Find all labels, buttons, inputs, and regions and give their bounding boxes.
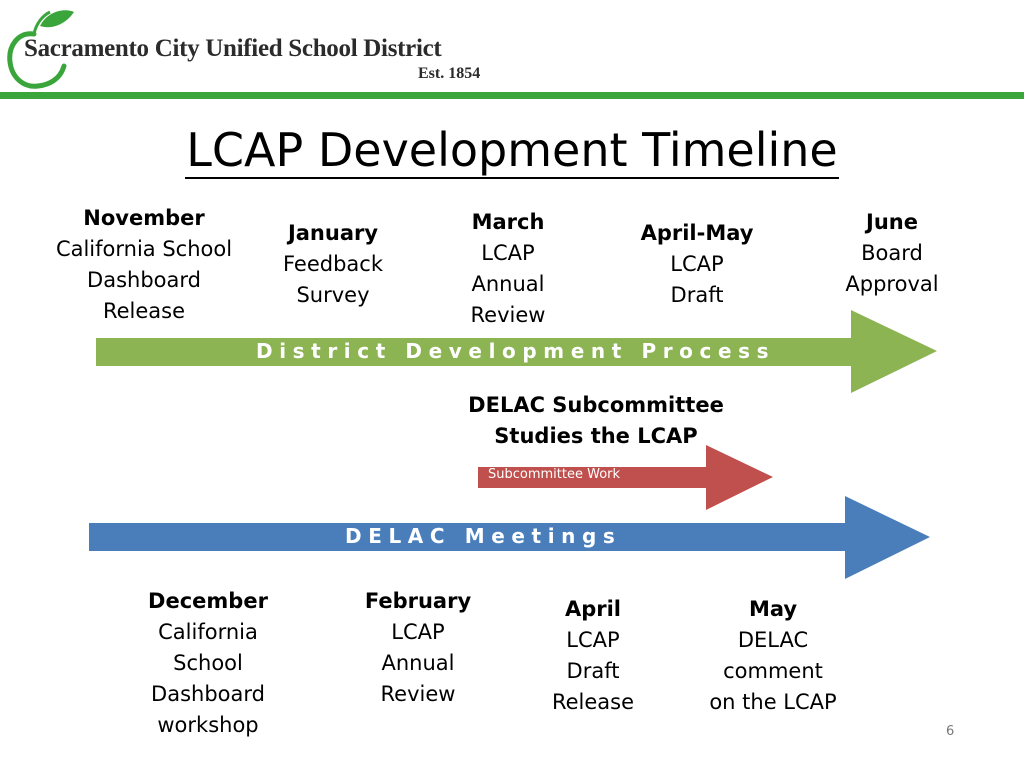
page-number: 6 [946,724,955,739]
milestone-march: March LCAP Annual Review [470,210,546,327]
apple-logo-icon [7,10,74,89]
milestone-november: November California School Dashboard Rel… [55,206,233,323]
page-title: LCAP Development Timeline [185,123,839,179]
milestone-may: May DELAC comment on the LCAP [709,597,837,714]
milestone-december: December California School Dashboard wor… [148,589,268,737]
delac-meetings-arrow [89,496,930,579]
milestone-january: January Feedback Survey [282,221,383,307]
subcommittee-work-label: Subcommittee Work [488,467,621,482]
district-name: Sacramento City Unified School District [24,35,442,62]
district-process-arrow [96,310,937,393]
milestone-april-may: April-May LCAP Draft [640,221,754,307]
district-process-label: District Development Process [256,339,776,363]
delac-subcommittee-heading: DELAC Subcommittee Studies the LCAP [468,393,724,448]
milestone-june: June Board Approval [845,210,939,296]
subcommittee-work-arrow [478,445,773,510]
delac-meetings-label: DELAC Meetings [345,524,622,548]
district-established: Est. 1854 [418,65,481,82]
milestone-april: April LCAP Draft Release [551,597,635,714]
header-divider [0,92,1024,99]
milestone-february: February LCAP Annual Review [364,589,472,706]
